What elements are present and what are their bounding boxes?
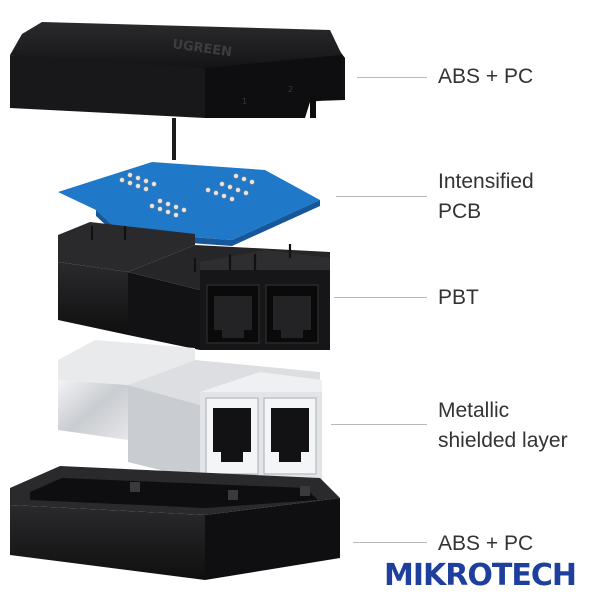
top-cover: UGREEN 1 2 <box>10 22 345 160</box>
leader-line-pcb <box>336 196 427 197</box>
leader-line-bottom-base <box>353 542 427 543</box>
rj45-port-shield-2 <box>264 398 316 474</box>
cover-mark-1: 1 <box>242 97 247 106</box>
rj45-port-shield-1 <box>206 398 258 474</box>
label-pbt: PBT <box>438 283 479 313</box>
metal-shield <box>58 340 322 482</box>
cover-mark-2: 2 <box>288 85 293 94</box>
leader-line-shield <box>331 424 427 425</box>
label-pcb-line1: Intensified <box>438 167 534 197</box>
label-top-cover: ABS + PC <box>438 62 533 92</box>
label-shield-line2: shielded layer <box>438 426 568 456</box>
rj45-port-pbt-1 <box>207 285 259 343</box>
rj45-port-pbt-2 <box>266 285 318 343</box>
label-bottom-base: ABS + PC <box>438 529 533 559</box>
watermark-logo: MIKROTECH <box>384 558 576 593</box>
bottom-base <box>10 466 340 580</box>
watermark-text: MIKROTECH <box>384 558 576 593</box>
leader-line-top-cover <box>357 77 427 78</box>
label-pcb-line2: PCB <box>438 197 481 227</box>
label-shield-line1: Metallic <box>438 396 509 426</box>
leader-line-pbt <box>334 297 427 298</box>
pbt-housing <box>58 222 330 350</box>
